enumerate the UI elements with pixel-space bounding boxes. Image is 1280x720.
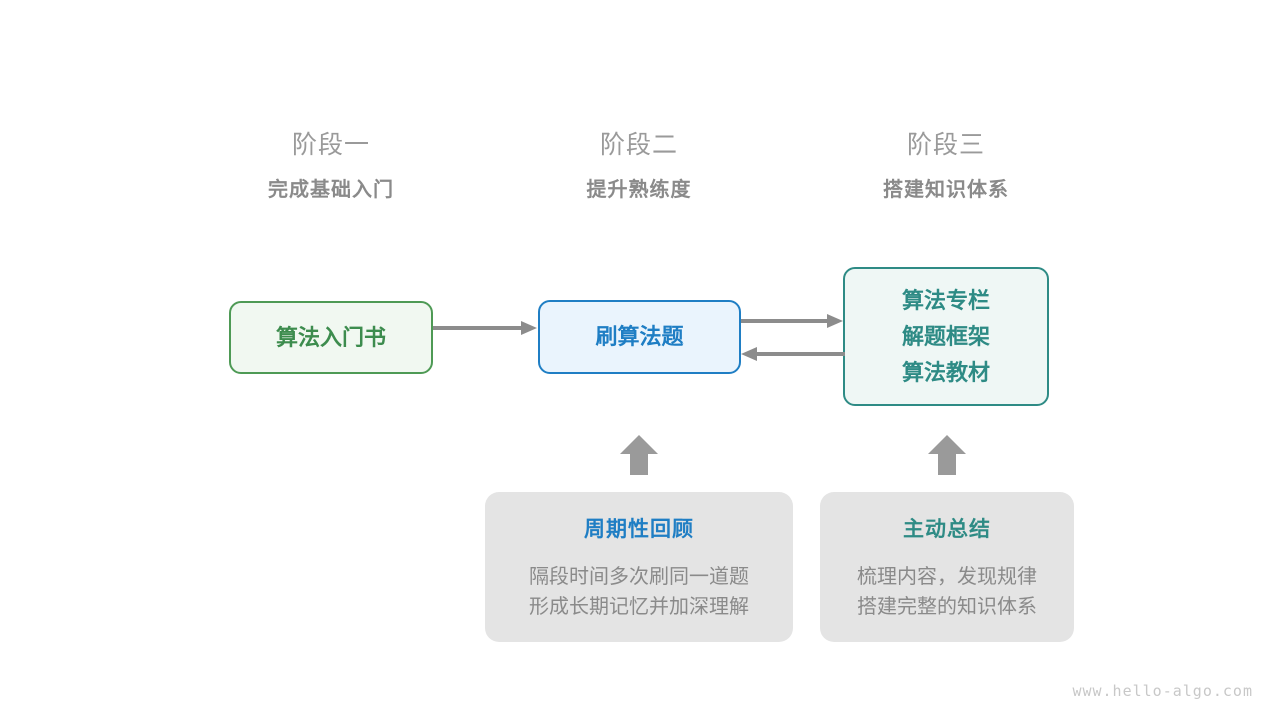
arrow-practice-to-knowledge <box>741 314 843 328</box>
card-body-line-1: 梳理内容，发现规律 <box>857 566 1037 588</box>
node-label-line-3: 算法教材 <box>901 359 990 385</box>
stage-goal: 搭建知识体系 <box>883 179 1009 201</box>
stage-name: 阶段一 <box>291 131 370 159</box>
arrow-up-periodic-review <box>620 435 658 475</box>
node-label-line-2: 解题框架 <box>901 323 990 349</box>
card-active-summary: 主动总结 梳理内容，发现规律 搭建完整的知识体系 <box>820 492 1074 642</box>
node-label-line-1: 算法专栏 <box>901 287 990 313</box>
card-body: 梳理内容，发现规律 搭建完整的知识体系 <box>857 562 1037 622</box>
card-body-line-2: 搭建完整的知识体系 <box>857 596 1037 618</box>
stage-goal: 完成基础入门 <box>268 179 394 201</box>
arrow-knowledge-to-practice <box>741 347 845 361</box>
stage-header-1: 阶段一 完成基础入门 <box>201 128 461 206</box>
stage-header-3: 阶段三 搭建知识体系 <box>816 128 1076 206</box>
card-body-line-2: 形成长期记忆并加深理解 <box>529 596 749 618</box>
node-practice-problems: 刷算法题 <box>538 300 741 374</box>
stage-name: 阶段二 <box>599 131 678 159</box>
node-label: 算法入门书 <box>275 324 386 350</box>
card-body-line-1: 隔段时间多次刷同一道题 <box>529 566 749 588</box>
stage-name: 阶段三 <box>906 131 985 159</box>
node-knowledge-resources: 算法专栏 解题框架 算法教材 <box>843 267 1049 406</box>
stage-header-2: 阶段二 提升熟练度 <box>509 128 769 206</box>
stage-goal: 提升熟练度 <box>586 179 692 201</box>
card-periodic-review: 周期性回顾 隔段时间多次刷同一道题 形成长期记忆并加深理解 <box>485 492 793 642</box>
card-body: 隔段时间多次刷同一道题 形成长期记忆并加深理解 <box>529 562 749 622</box>
watermark: www.hello-algo.com <box>1072 682 1253 700</box>
card-title: 主动总结 <box>903 518 991 541</box>
arrow-book-to-practice <box>433 321 537 335</box>
card-title: 周期性回顾 <box>584 518 694 541</box>
arrow-up-active-summary <box>928 435 966 475</box>
node-label: 刷算法题 <box>595 324 684 349</box>
node-algorithm-intro-book: 算法入门书 <box>229 301 433 374</box>
